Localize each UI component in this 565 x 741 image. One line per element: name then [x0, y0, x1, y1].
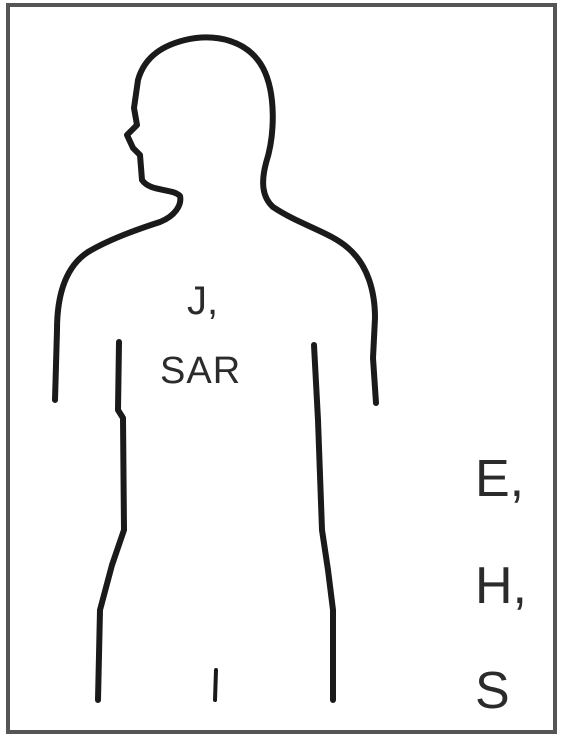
- frame-border: [8, 5, 555, 732]
- side-label-line1: E,: [475, 453, 524, 505]
- side-label-line3: S: [475, 665, 510, 717]
- left-torso-outline: [98, 342, 124, 700]
- trunk-label-line1: J,: [187, 281, 218, 321]
- right-torso-outline: [314, 345, 333, 700]
- side-label-line2: H,: [475, 560, 527, 612]
- head-shoulders-outline: [55, 37, 376, 403]
- crotch-mark: [215, 670, 216, 700]
- trunk-label-line2: SAR: [160, 352, 241, 390]
